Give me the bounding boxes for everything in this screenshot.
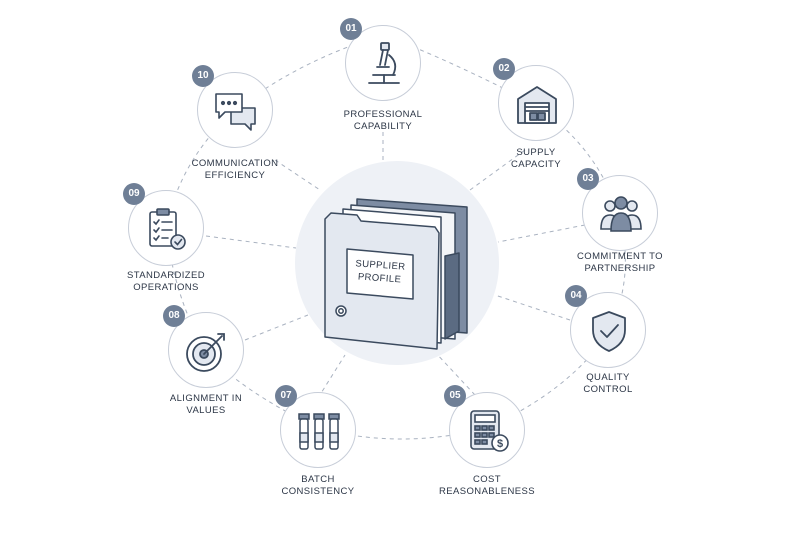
node-number: 09 <box>123 183 145 205</box>
node-quality-control: 04 <box>565 285 646 368</box>
label-communication-efficiency: COMMUNICATION EFFICIENCY <box>160 158 310 182</box>
node-number: 01 <box>340 18 362 40</box>
label-line1: SUPPLY <box>516 147 556 158</box>
folder-icon <box>324 198 468 350</box>
node-number: 02 <box>493 58 515 80</box>
node-batch-consistency: 07 <box>275 385 356 468</box>
node-number: 04 <box>565 285 587 307</box>
target-icon <box>186 333 225 372</box>
label-line2: EFFICIENCY <box>204 170 266 181</box>
label-supply-capacity: SUPPLY CAPACITY <box>461 147 611 171</box>
node-number: 05 <box>444 385 466 407</box>
label-line2: CONSISTENCY <box>281 486 355 497</box>
spoke-03 <box>497 224 586 243</box>
node-commitment-to-partnership: 03 <box>577 168 658 251</box>
microscope-icon <box>368 42 400 84</box>
label-line1: STANDARDIZED <box>127 270 205 281</box>
spoke-07 <box>317 354 346 399</box>
checklist-icon <box>149 208 186 250</box>
spoke-08 <box>244 314 309 341</box>
warehouse-icon <box>517 86 557 124</box>
label-line2: CONTROL <box>583 384 633 395</box>
label-line1: COST <box>473 474 501 485</box>
label-line2: REASONABLENESS <box>439 486 535 497</box>
node-professional-capability: 01 <box>340 18 421 101</box>
node-communication-efficiency: 10 <box>192 65 273 148</box>
center-title: SUPPLIER PROFILE <box>346 257 414 288</box>
shield-check-icon <box>592 311 626 352</box>
svg-text:$: $ <box>497 438 503 450</box>
spoke-04 <box>494 294 571 321</box>
label-standardized-operations: STANDARDIZED OPERATIONS <box>91 270 241 294</box>
vials-icon <box>298 413 340 450</box>
node-cost-reasonableness: 05 $ <box>444 385 525 468</box>
label-alignment-in-values: ALIGNMENT IN VALUES <box>131 393 281 417</box>
label-line1: BATCH <box>301 474 335 485</box>
spoke-02 <box>469 149 526 191</box>
node-number: 07 <box>275 385 297 407</box>
label-line1: ALIGNMENT IN <box>169 393 243 404</box>
spoke-09 <box>205 235 297 249</box>
label-batch-consistency: BATCH CONSISTENCY <box>243 474 393 498</box>
label-line2: CAPACITY <box>510 159 561 170</box>
label-line2: CAPABILITY <box>353 121 413 132</box>
spoke-05 <box>434 351 476 396</box>
label-line1: COMMUNICATION <box>191 158 279 169</box>
label-line2: OPERATIONS <box>133 282 199 293</box>
label-line1: PROFESSIONAL <box>343 109 423 120</box>
calculator-icon: $ <box>470 410 509 452</box>
label-quality-control: QUALITY CONTROL <box>533 372 683 396</box>
center-halo: SUPPLIER PROFILE <box>295 161 499 365</box>
node-number: 08 <box>163 305 185 327</box>
chat-bubbles-icon <box>215 93 256 131</box>
label-line1: QUALITY <box>586 372 630 383</box>
label-cost-reasonableness: COST REASONABLENESS <box>412 474 562 498</box>
label-line1: COMMITMENT TO <box>577 251 663 262</box>
label-professional-capability: PROFESSIONAL CAPABILITY <box>308 109 458 133</box>
node-number: 03 <box>577 168 599 190</box>
team-icon <box>600 196 642 232</box>
label-line2: VALUES <box>186 405 226 416</box>
node-alignment-in-values: 08 <box>163 305 244 388</box>
node-supply-capacity: 02 <box>493 58 574 141</box>
label-line2: PARTNERSHIP <box>584 263 656 274</box>
outer-ring-path <box>165 34 626 440</box>
node-number: 10 <box>192 65 214 87</box>
node-standardized-operations: 09 <box>123 183 204 266</box>
label-commitment-to-partnership: COMMITMENT TO PARTNERSHIP <box>545 251 695 275</box>
spoke-10 <box>274 159 321 191</box>
